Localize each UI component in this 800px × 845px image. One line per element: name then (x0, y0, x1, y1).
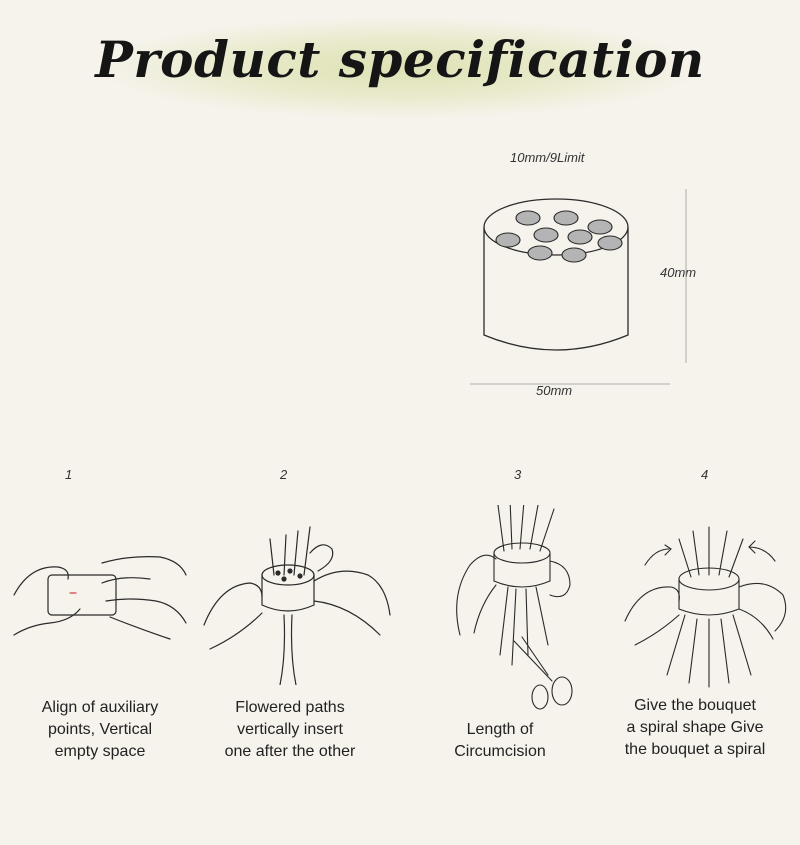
step-number: 2 (280, 467, 288, 482)
step-4: 4 Give the bouquet a spiral shape Give t… (615, 465, 800, 845)
page-title: Product specification (95, 30, 705, 89)
dimension-lines (470, 189, 687, 385)
step-number: 1 (65, 467, 73, 482)
step-caption: Align of auxiliary points, Vertical empt… (41, 699, 159, 760)
hole (515, 210, 541, 226)
title-highlight (100, 18, 700, 118)
hands-holding-sponge-icon (13, 556, 187, 640)
scissors-cutting-stems-icon (456, 505, 573, 710)
step-2: 2 Flowered paths vertically insert one a… (200, 465, 400, 845)
hole (587, 219, 613, 235)
hole-grid (495, 210, 623, 263)
sponge-holder-diagram (470, 189, 687, 385)
step-caption: Give the bouquet a spiral shape Give the… (624, 697, 766, 758)
hole (561, 247, 587, 263)
step-3: 3 Length of Circumcision (430, 465, 630, 845)
step-number: 3 (514, 467, 522, 482)
hole (527, 245, 553, 261)
cylinder-body (483, 227, 629, 351)
holes-spec-label: 10mm/9Limit (510, 150, 585, 165)
height-spec-label: 40mm (660, 265, 697, 280)
hands-twisting-bouquet-icon (624, 526, 787, 688)
step-1: 1 Align of auxiliary points, Vertical em… (10, 465, 210, 845)
hole (495, 232, 521, 248)
hole (567, 229, 593, 245)
step-caption: Flowered paths vertically insert one aft… (224, 699, 356, 760)
hole (533, 227, 559, 243)
width-spec-label: 50mm (536, 383, 573, 398)
hole (553, 210, 579, 226)
hole (597, 235, 623, 251)
hands-inserting-stems-icon (203, 526, 391, 685)
step-number: 4 (701, 467, 709, 482)
step-caption: Length of Circumcision (454, 721, 546, 760)
